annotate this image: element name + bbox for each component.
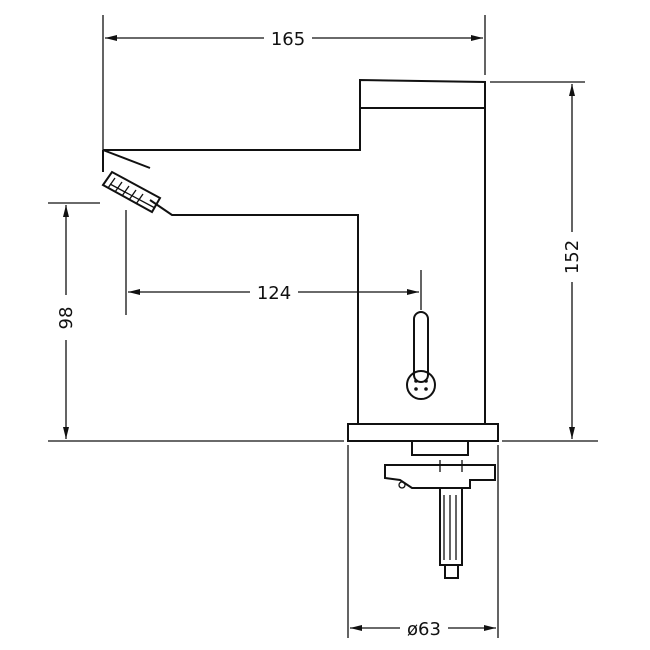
base-plate <box>347 423 499 442</box>
extension-lines <box>48 15 598 638</box>
dim-label-98: 98 <box>56 307 77 330</box>
dim-label-124: 124 <box>257 283 291 304</box>
spout-tip <box>102 149 151 172</box>
dimension-spout-height: 98 <box>56 205 77 439</box>
mounting-hardware <box>384 441 496 579</box>
dim-label-63: ø63 <box>407 619 441 640</box>
dimension-spout-reach: 124 <box>128 283 419 304</box>
dimension-overall-width: 165 <box>105 29 483 50</box>
dim-label-152: 152 <box>562 240 583 274</box>
sensor-lever <box>406 311 436 400</box>
dimension-overall-height: 152 <box>562 84 583 439</box>
aerator <box>101 170 162 214</box>
dim-label-165: 165 <box>271 29 305 50</box>
dimension-base-diameter: ø63 <box>350 619 496 640</box>
